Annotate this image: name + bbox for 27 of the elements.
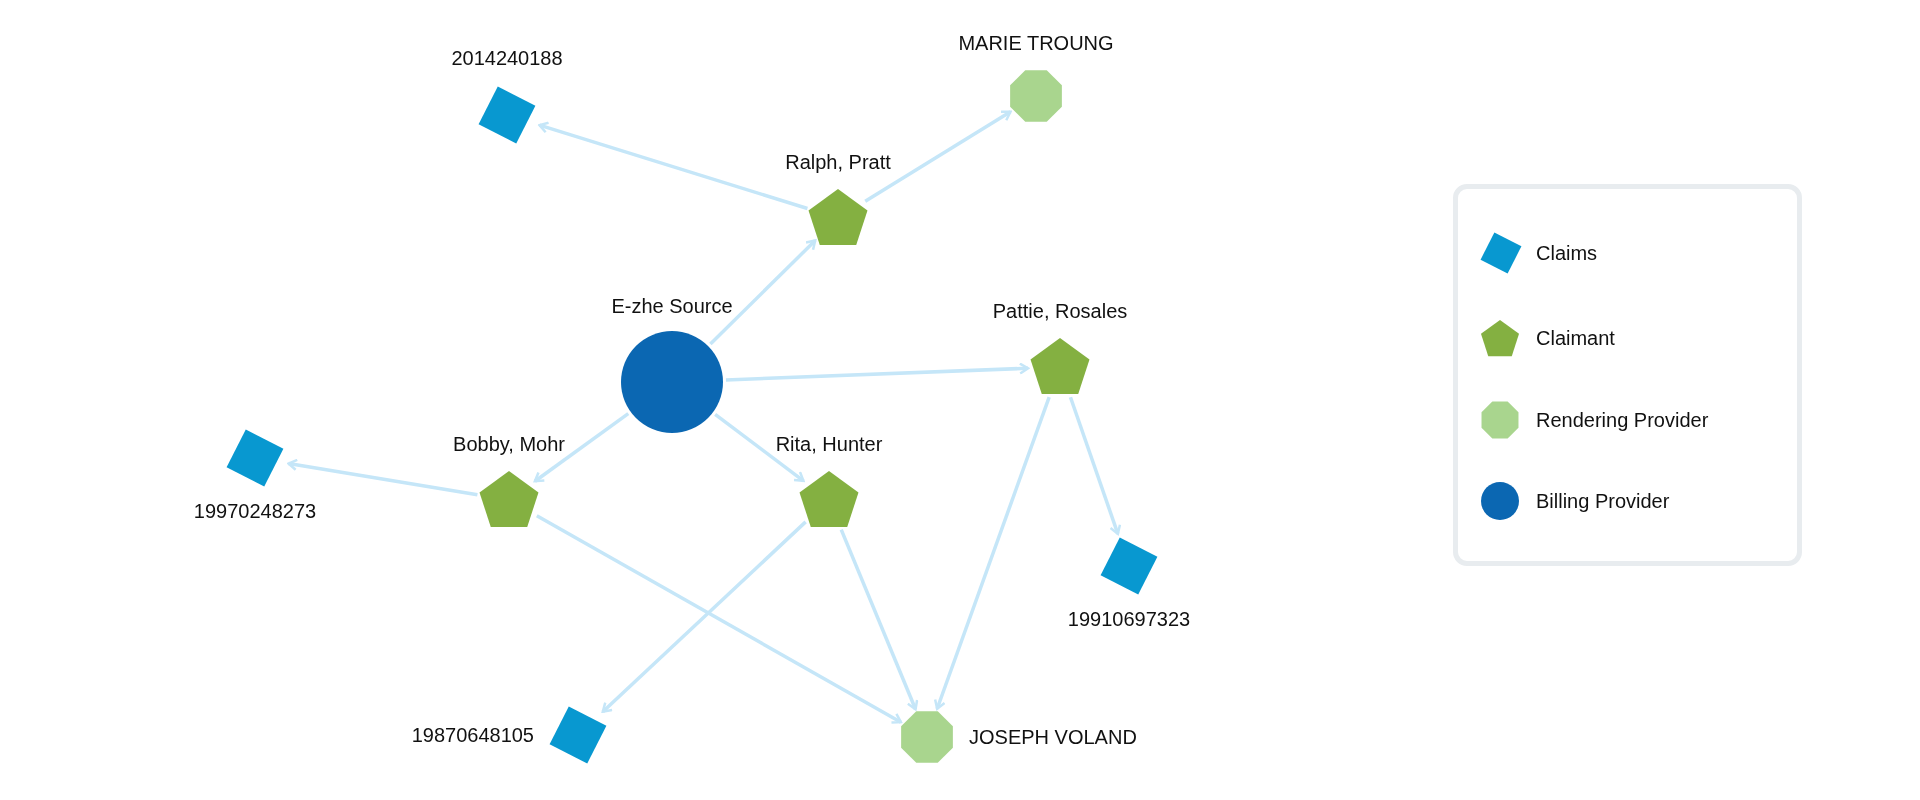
node-label: MARIE TROUNG (958, 31, 1114, 56)
node-label: 19870648105 (411, 723, 534, 748)
node-label: 19910697323 (1067, 607, 1191, 632)
arrow (864, 110, 1012, 203)
arrow (714, 413, 805, 483)
node-label: Pattie, Rosales (992, 299, 1128, 324)
node-label: 19970248273 (193, 499, 317, 524)
arrow (725, 362, 1030, 382)
arrow (839, 528, 919, 711)
node-label: Bobby, Mohr (453, 432, 565, 457)
legend-label: Billing Provider (1536, 489, 1670, 514)
node-label: 2014240188 (451, 46, 563, 71)
arrow (533, 412, 630, 483)
arrow (287, 458, 478, 497)
arrow (709, 239, 817, 346)
node-label: E-zhe Source (611, 294, 733, 319)
legend-label: Rendering Provider (1536, 408, 1709, 433)
arrow (601, 520, 807, 714)
arrow (933, 396, 1051, 710)
node-label: JOSEPH VOLAND (969, 725, 1137, 750)
arrow (1068, 396, 1122, 536)
legend-label: Claimant (1536, 326, 1615, 351)
node-label: Ralph, Pratt (785, 150, 891, 175)
legend-label: Claims (1536, 241, 1598, 266)
arrow (535, 514, 903, 724)
arrow (538, 121, 808, 211)
node-label: Rita, Hunter (775, 432, 883, 457)
